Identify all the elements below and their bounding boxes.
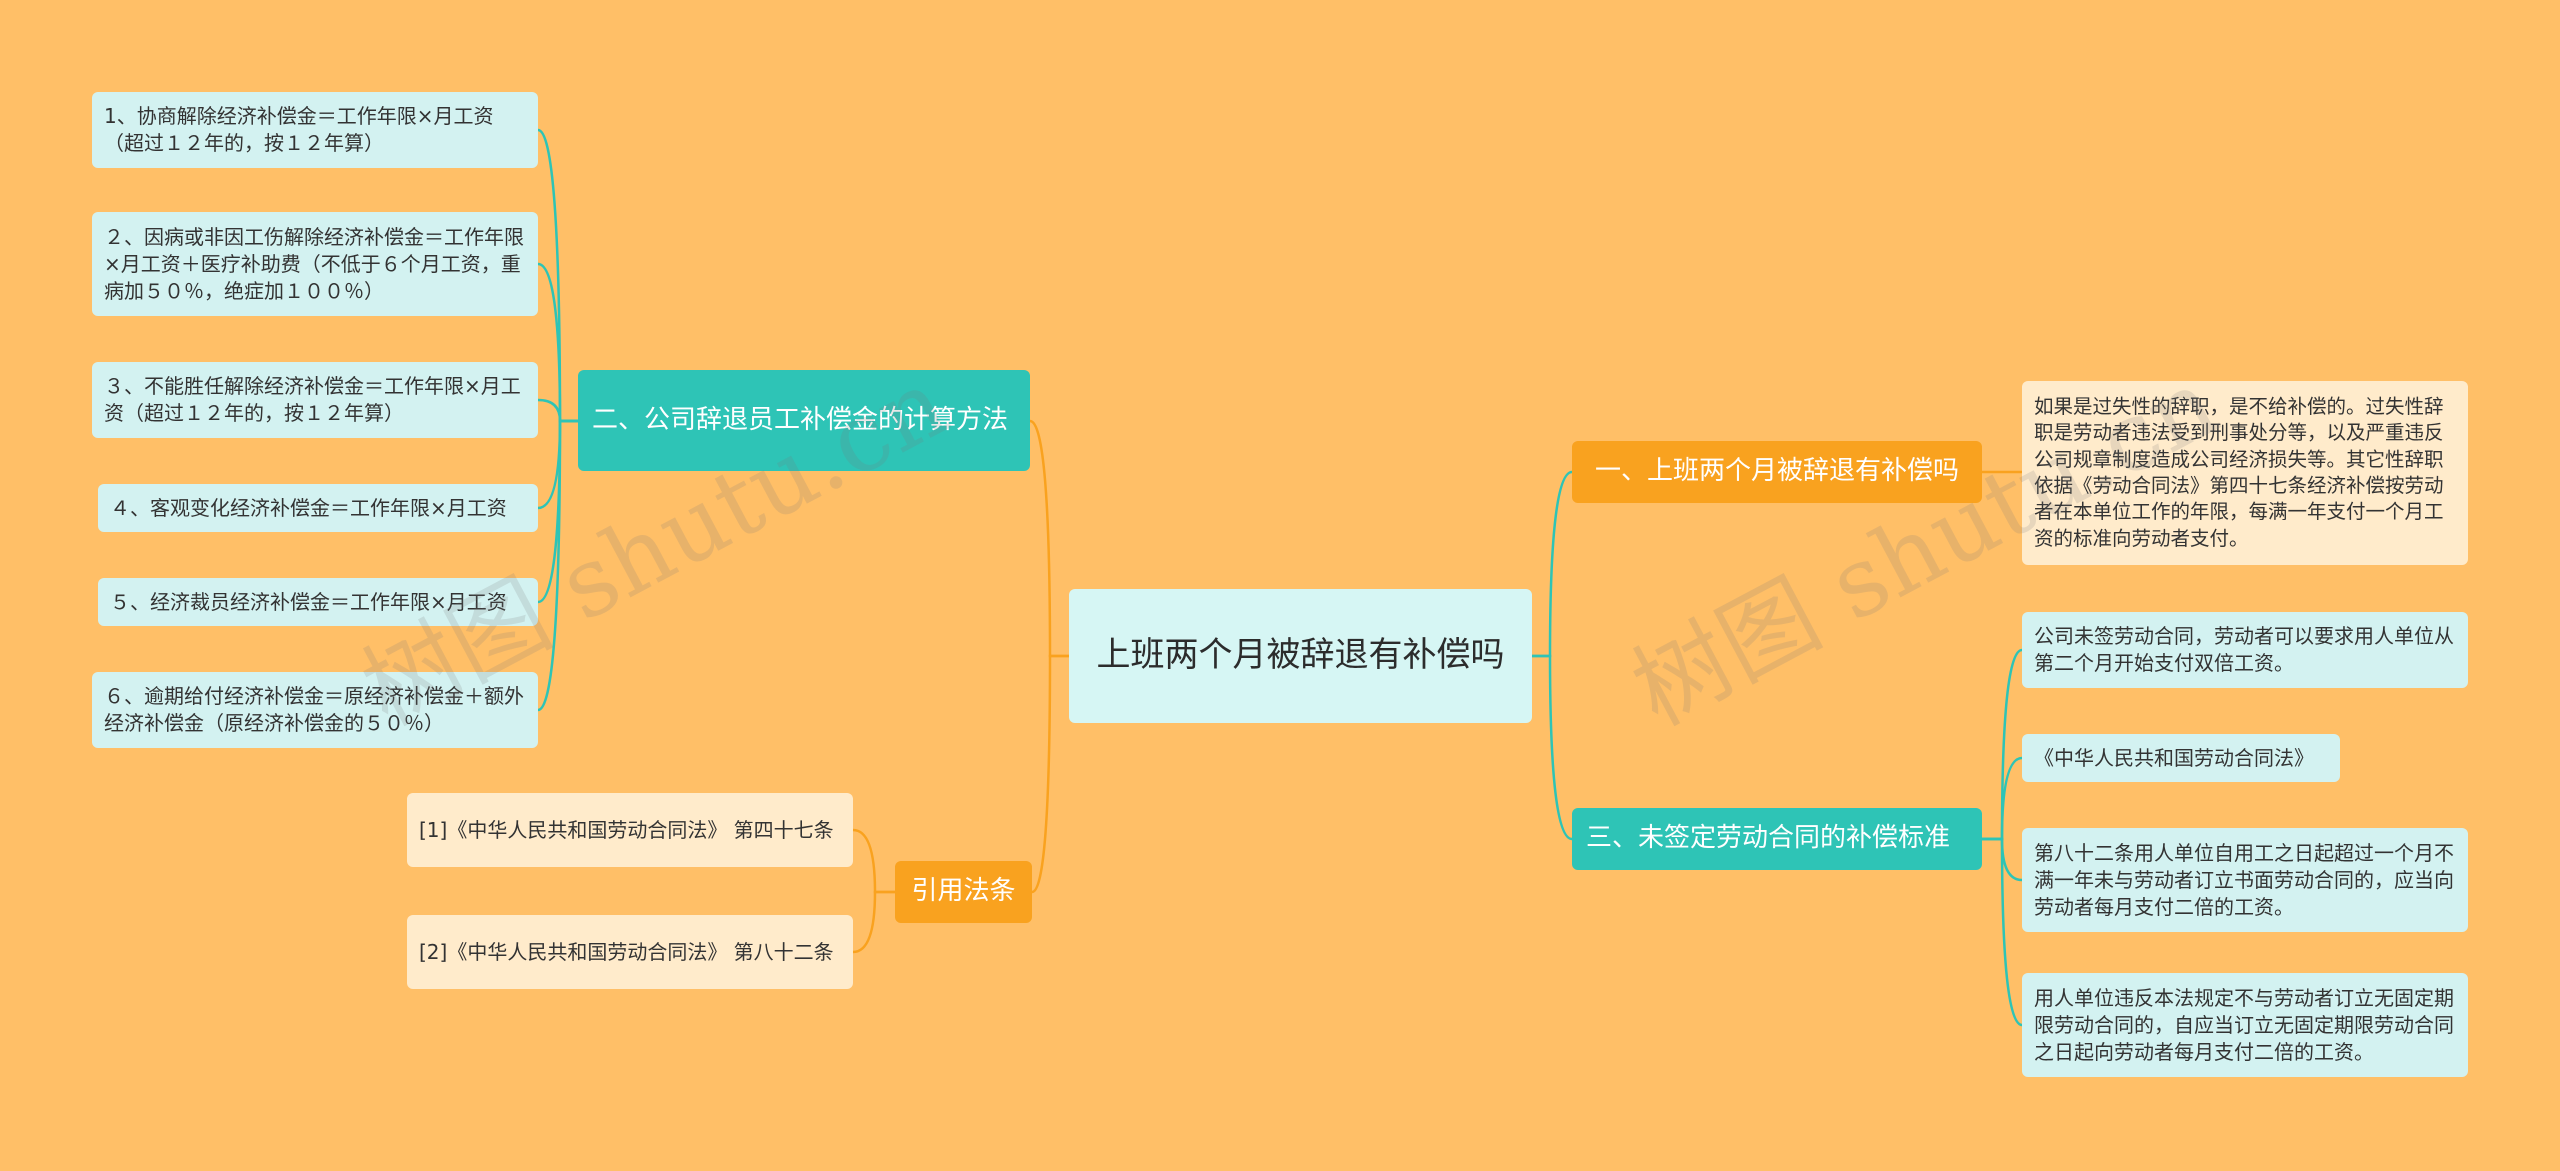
branch-fired-compensation[interactable]: 一、上班两个月被辞退有补偿吗 [1572, 441, 1982, 503]
branch-unsigned-contract-label: 三、未签定劳动合同的补偿标准 [1586, 823, 1951, 854]
link-root-ref [1031, 654, 1069, 894]
links-ref-leaves [852, 828, 895, 954]
branch-unsigned-contract[interactable]: 三、未签定劳动合同的补偿标准 [1572, 808, 1982, 870]
root-topic-label: 上班两个月被辞退有补偿吗 [1096, 635, 1505, 676]
calc-item-1-text: 1、协商解除经济补偿金＝工作年限×月工资（超过１２年的，按１２年算） [104, 104, 494, 155]
link-root-calc [1029, 419, 1069, 658]
calc-item-3-text: ３、不能胜任解除经济补偿金＝工作年限×月工资（超过１２年的，按１２年算） [104, 374, 521, 425]
contract-item-4-text: 用人单位违反本法规定不与劳动者订立无固定期限劳动合同的，自应当订立无固定期限劳动… [2034, 985, 2454, 1064]
contract-item-1[interactable]: 公司未签劳动合同，劳动者可以要求用人单位从第二个月开始支付双倍工资。 [2022, 612, 2468, 688]
links-calc-leaves [537, 128, 578, 712]
branch-cited-laws-label: 引用法条 [911, 876, 1016, 907]
links-contract-leaves [1982, 648, 2023, 1027]
branch-cited-laws[interactable]: 引用法条 [895, 861, 1032, 923]
branch-calc-method[interactable]: 二、公司辞退员工补偿金的计算方法 [578, 370, 1030, 471]
calc-item-5[interactable]: ５、经济裁员经济补偿金＝工作年限×月工资 [98, 578, 538, 626]
calc-item-3[interactable]: ３、不能胜任解除经济补偿金＝工作年限×月工资（超过１２年的，按１２年算） [92, 362, 538, 438]
contract-item-3[interactable]: 第八十二条用人单位自用工之日起超过一个月不满一年未与劳动者订立书面劳动合同的，应… [2022, 828, 2468, 932]
contract-item-2[interactable]: 《中华人民共和国劳动合同法》 [2022, 734, 2340, 782]
ref-item-2[interactable]: [2]《中华人民共和国劳动合同法》 第八十二条 [407, 915, 853, 989]
calc-item-2-text: ２、因病或非因工伤解除经济补偿金＝工作年限×月工资＋医疗补助费（不低于６个月工资… [104, 224, 524, 303]
calc-item-4[interactable]: ４、客观变化经济补偿金＝工作年限×月工资 [98, 484, 538, 532]
calc-item-5-text: ５、经济裁员经济补偿金＝工作年限×月工资 [110, 589, 507, 614]
link-root-contract [1532, 654, 1573, 841]
branch-fired-compensation-label: 一、上班两个月被辞退有补偿吗 [1594, 456, 1959, 487]
branch-calc-method-label: 二、公司辞退员工补偿金的计算方法 [592, 404, 1009, 435]
fired-item-1-text: 如果是过失性的辞职，是不给补偿的。过失性辞职是劳动者违法受到刑事处分等，以及严重… [2034, 395, 2444, 550]
calc-item-6[interactable]: ６、逾期给付经济补偿金＝原经济补偿金＋额外经济补偿金（原经济补偿金的５０％） [92, 672, 538, 748]
calc-item-4-text: ４、客观变化经济补偿金＝工作年限×月工资 [110, 495, 507, 520]
contract-item-1-text: 公司未签劳动合同，劳动者可以要求用人单位从第二个月开始支付双倍工资。 [2034, 624, 2454, 675]
contract-item-2-text: 《中华人民共和国劳动合同法》 [2034, 745, 2314, 770]
root-topic[interactable]: 上班两个月被辞退有补偿吗 [1069, 589, 1532, 723]
calc-item-2[interactable]: ２、因病或非因工伤解除经济补偿金＝工作年限×月工资＋医疗补助费（不低于６个月工资… [92, 212, 538, 316]
ref-item-1-text: [1]《中华人民共和国劳动合同法》 第四十七条 [419, 817, 834, 842]
fired-item-1[interactable]: 如果是过失性的辞职，是不给补偿的。过失性辞职是劳动者违法受到刑事处分等，以及严重… [2022, 381, 2468, 565]
contract-item-4[interactable]: 用人单位违反本法规定不与劳动者订立无固定期限劳动合同的，自应当订立无固定期限劳动… [2022, 973, 2468, 1077]
contract-item-3-text: 第八十二条用人单位自用工之日起超过一个月不满一年未与劳动者订立书面劳动合同的，应… [2034, 840, 2454, 919]
ref-item-2-text: [2]《中华人民共和国劳动合同法》 第八十二条 [419, 939, 834, 964]
ref-item-1[interactable]: [1]《中华人民共和国劳动合同法》 第四十七条 [407, 793, 853, 867]
calc-item-1[interactable]: 1、协商解除经济补偿金＝工作年限×月工资（超过１２年的，按１２年算） [92, 92, 538, 168]
link-root-fired [1532, 470, 1573, 658]
calc-item-6-text: ６、逾期给付经济补偿金＝原经济补偿金＋额外经济补偿金（原经济补偿金的５０％） [104, 684, 524, 735]
